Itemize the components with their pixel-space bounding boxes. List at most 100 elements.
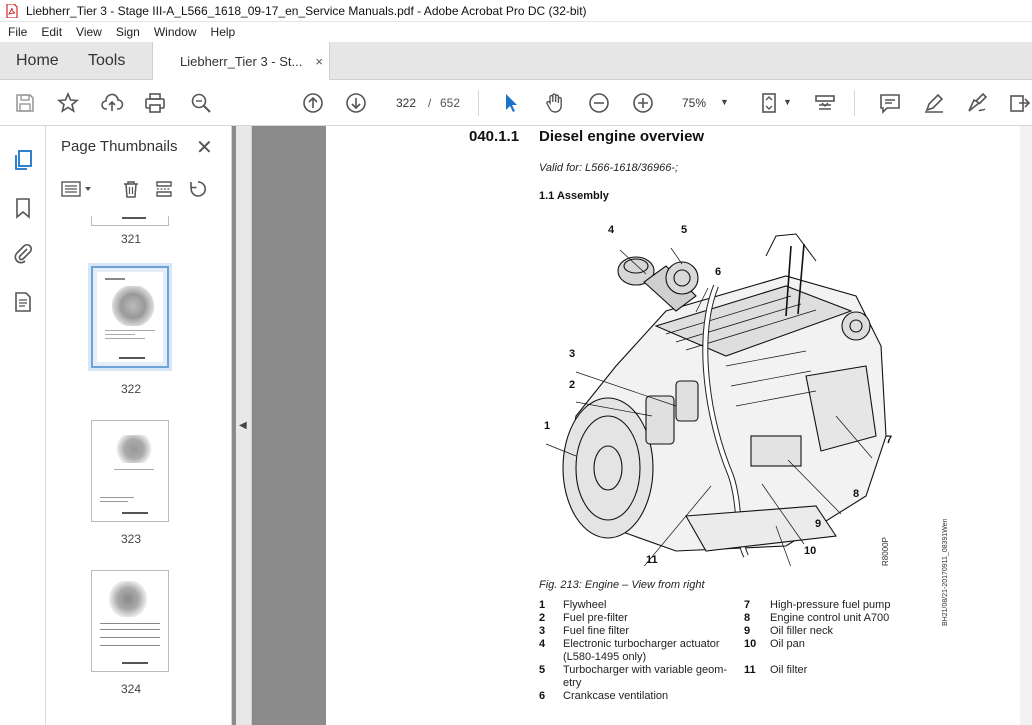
callout-5: 5 (681, 224, 688, 236)
callout-2: 2 (569, 379, 576, 391)
legend-number: 6 (539, 690, 546, 702)
legend-number: 1 (539, 599, 546, 611)
print-icon[interactable] (142, 90, 168, 116)
legend-text: Turbocharger with variable geom- (563, 664, 728, 676)
legend-number: 2 (539, 612, 546, 624)
menu-file[interactable]: File (8, 25, 28, 39)
figure-caption: Fig. 213: Engine – View from right (539, 579, 705, 591)
menu-view[interactable]: View (76, 25, 102, 39)
menu-help[interactable]: Help (210, 25, 236, 39)
previous-page-icon[interactable] (300, 90, 326, 116)
bookmark-star-icon[interactable] (55, 90, 81, 116)
thumbnail-page-image (97, 272, 163, 362)
valid-for-text: Valid for: L566-1618/36966-; (539, 162, 679, 174)
sign-icon[interactable] (964, 90, 990, 116)
page-thumbnails-icon[interactable] (11, 148, 35, 172)
save-icon[interactable] (12, 90, 38, 116)
side-document-code: BH21/08/21-20170911_08391Wen (942, 518, 949, 626)
tab-document[interactable]: Liebherr_Tier 3 - St... × (152, 42, 330, 81)
callout-1: 1 (544, 420, 551, 432)
legend-number: 10 (744, 638, 757, 650)
page-thumbnail[interactable] (91, 570, 169, 672)
legend-text: Oil filter (770, 664, 808, 676)
page-fit-chevron-icon[interactable]: ▼ (783, 97, 792, 107)
page-thumbnail-selected[interactable] (91, 266, 169, 368)
callout-8: 8 (853, 488, 860, 500)
thumbnail-list: 321 322 323 (46, 216, 216, 725)
scroll-mode-icon[interactable] (812, 90, 838, 116)
zoom-dropdown-chevron-icon[interactable]: ▼ (720, 97, 729, 107)
legend-text: High-pressure fuel pump (770, 599, 891, 611)
menu-window[interactable]: Window (153, 25, 197, 39)
next-page-icon[interactable] (343, 90, 369, 116)
panel-toolbar (46, 174, 232, 204)
legend-number: 9 (744, 625, 751, 637)
menu-edit[interactable]: Edit (41, 25, 63, 39)
legend-text: Engine control unit A700 (770, 612, 890, 624)
thumbnail-options-icon[interactable] (60, 178, 94, 200)
upload-cloud-icon[interactable] (99, 90, 125, 116)
export-icon[interactable] (1006, 90, 1032, 116)
delete-page-icon[interactable] (120, 178, 142, 200)
callout-7: 7 (886, 434, 893, 446)
acrobat-pdf-icon (6, 3, 18, 18)
toolbar-divider (478, 90, 479, 116)
zoom-search-icon[interactable] (188, 90, 214, 116)
callout-6: 6 (715, 266, 722, 278)
legend-text: Oil pan (770, 638, 805, 650)
legend-text: Crankcase ventilation (563, 690, 669, 702)
page-fit-icon[interactable] (756, 90, 782, 116)
thumbnail-label: 323 (120, 532, 142, 546)
hand-tool-icon[interactable] (542, 90, 568, 116)
zoom-in-icon[interactable] (630, 90, 656, 116)
engine-illustration (545, 233, 887, 566)
bookmarks-icon[interactable] (11, 196, 35, 220)
legend-number: 8 (744, 612, 751, 624)
tab-document-label: Liebherr_Tier 3 - St... (180, 54, 303, 69)
page-number-input[interactable] (388, 91, 424, 115)
toolbar: / 652 75% ▼ ▼ (0, 80, 1032, 126)
legend-text: Fuel pre-filter (563, 612, 628, 624)
attachments-icon[interactable] (11, 242, 35, 266)
tab-tools[interactable]: Tools (88, 52, 126, 69)
extract-pages-icon[interactable] (153, 178, 175, 200)
tab-close-icon[interactable]: × (315, 54, 323, 69)
zoom-level[interactable]: 75% (682, 96, 707, 110)
page-thumbnail[interactable] (91, 216, 169, 226)
comment-icon[interactable] (877, 90, 903, 116)
panel-title: Page Thumbnails (61, 138, 178, 155)
legend-text: Flywheel (563, 599, 607, 611)
toolbar-divider (854, 90, 855, 116)
navigation-rail (0, 126, 46, 725)
collapse-arrow-icon[interactable]: ◀ (239, 420, 247, 431)
legend-number: 4 (539, 638, 546, 650)
tab-home[interactable]: Home (16, 52, 59, 69)
document-scrollbar[interactable] (1020, 126, 1032, 725)
panel-collapse-handle[interactable]: ◀ (236, 126, 252, 725)
callout-11: 11 (646, 554, 658, 566)
zoom-out-icon[interactable] (586, 90, 612, 116)
drawing-code: R8000P (881, 537, 890, 566)
highlight-pen-icon[interactable] (921, 90, 947, 116)
rotate-page-icon[interactable] (187, 178, 209, 200)
thumbnail-page-image (96, 425, 164, 517)
page-thumbnail[interactable] (91, 420, 169, 522)
callout-4: 4 (608, 224, 615, 236)
page-separator: / (428, 96, 432, 110)
page-total: 652 (440, 96, 461, 110)
panel-close-icon[interactable]: ✕ (196, 137, 213, 159)
menu-sign[interactable]: Sign (115, 25, 140, 39)
select-cursor-icon[interactable] (498, 90, 524, 116)
thumbnails-panel: Page Thumbnails ✕ 321 (46, 126, 273, 725)
menu-bar: File Edit View Sign Window Help (0, 22, 1032, 42)
callout-10: 10 (804, 545, 817, 557)
thumbnail-label: 324 (120, 682, 142, 696)
legend-text: (L580-1495 only) (563, 651, 647, 663)
window-title: Liebherr_Tier 3 - Stage III-A_L566_1618_… (26, 3, 587, 18)
subsection-heading: 1.1 Assembly (539, 190, 609, 202)
content-page-icon[interactable] (11, 290, 35, 314)
legend-text: Electronic turbocharger actuator (563, 638, 720, 650)
thumbnail-label: 322 (120, 382, 142, 396)
thumbnail-page-image (96, 575, 164, 667)
title-bar: Liebherr_Tier 3 - Stage III-A_L566_1618_… (0, 0, 1032, 22)
